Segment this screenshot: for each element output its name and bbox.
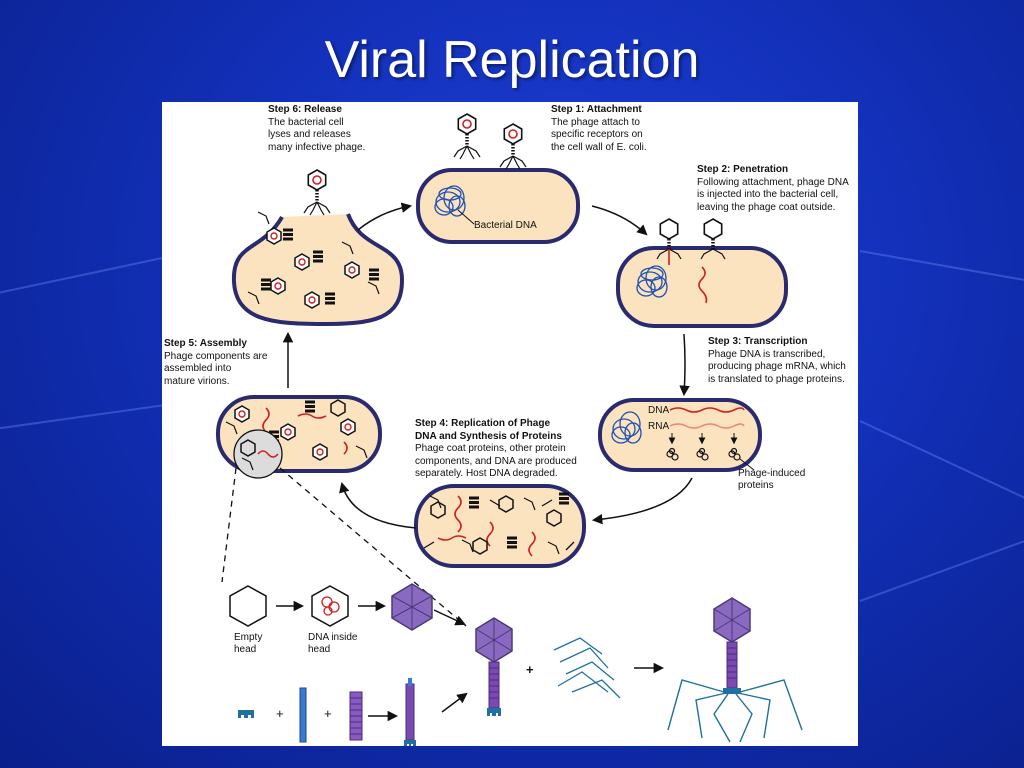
step-line: Following attachment, phage DNA bbox=[697, 176, 849, 188]
label-line: head bbox=[234, 644, 257, 655]
step-attachment-text: Step 1: Attachment The phage attach to s… bbox=[551, 104, 647, 154]
label-line: head bbox=[308, 644, 331, 655]
step-replication-text: Step 4: Replication of Phage DNA and Syn… bbox=[415, 418, 577, 481]
step-penetration-text: Step 2: Penetration Following attachment… bbox=[697, 164, 849, 214]
step-line: leaving the phage coat outside. bbox=[697, 201, 836, 213]
phage-induced-label: Phage-induced proteins bbox=[738, 468, 805, 492]
cell-penetration bbox=[616, 217, 788, 328]
step-line: The phage attach to bbox=[551, 116, 640, 128]
step-heading: Step 4: Replication of Phage bbox=[415, 418, 551, 429]
step-heading: Step 1: Attachment bbox=[551, 104, 642, 115]
cycle-arrows bbox=[282, 202, 693, 529]
label-line: Empty bbox=[234, 632, 263, 643]
plus-sign: + bbox=[276, 706, 284, 721]
step-heading: Step 5: Assembly bbox=[164, 338, 247, 349]
rna-label: RNA bbox=[648, 421, 670, 432]
label-line: DNA inside bbox=[308, 632, 358, 643]
assembly-pathway bbox=[229, 583, 803, 746]
step-line: lyses and releases bbox=[268, 129, 351, 140]
cell-transcription bbox=[598, 398, 762, 472]
step-heading-cont: DNA and Synthesis of Proteins bbox=[415, 430, 562, 442]
step-heading: Step 2: Penetration bbox=[697, 164, 789, 175]
step-line: many infective phage. bbox=[268, 141, 366, 153]
step-heading: Step 3: Transcription bbox=[708, 336, 808, 347]
step-line: separately. Host DNA degraded. bbox=[415, 468, 558, 479]
dna-label: DNA bbox=[648, 405, 670, 416]
slide-title: Viral Replication bbox=[324, 31, 700, 89]
step-line: Phage DNA is transcribed, bbox=[708, 348, 826, 360]
bacterial-dna-label: Bacterial DNA bbox=[474, 220, 537, 231]
step-line: specific receptors on bbox=[551, 129, 643, 140]
step-line: assembled into bbox=[164, 363, 232, 374]
step-release-text: Step 6: Release The bacterial cell lyses… bbox=[268, 104, 365, 154]
step-heading: Step 6: Release bbox=[268, 104, 342, 115]
step-line: producing phage mRNA, which bbox=[708, 361, 846, 372]
label-line: Phage-induced bbox=[738, 468, 806, 479]
background-streak bbox=[859, 250, 1024, 284]
plus-sign: + bbox=[526, 662, 534, 677]
lytic-cycle-diagram bbox=[216, 112, 803, 746]
step-assembly-text: Step 5: Assembly Phage components are as… bbox=[164, 338, 267, 388]
step-transcription-text: Step 3: Transcription Phage DNA is trans… bbox=[708, 336, 846, 386]
step-line: the cell wall of E. coli. bbox=[551, 141, 647, 153]
step-line: components, and DNA are produced bbox=[415, 455, 577, 467]
cell-replication bbox=[414, 484, 586, 568]
step-line: Phage components are bbox=[164, 350, 268, 362]
label-line: proteins bbox=[738, 480, 774, 491]
dna-inside-head-label: DNA inside head bbox=[308, 632, 357, 656]
step-line: mature virions. bbox=[164, 375, 230, 387]
cell-assembly bbox=[216, 395, 382, 479]
diagram-panel: Step 6: Release The bacterial cell lyses… bbox=[162, 102, 858, 746]
cell-release bbox=[231, 168, 405, 327]
cell-attachment bbox=[416, 112, 580, 244]
step-line: is translated to phage proteins. bbox=[708, 373, 845, 385]
plus-sign: + bbox=[324, 706, 332, 721]
background-streak bbox=[859, 531, 1024, 602]
background-streak bbox=[859, 420, 1024, 507]
step-line: Phage coat proteins, other protein bbox=[415, 443, 566, 454]
step-line: The bacterial cell bbox=[268, 116, 344, 128]
step-line: is injected into the bacterial cell, bbox=[697, 189, 839, 200]
empty-head-label: Empty head bbox=[234, 632, 262, 656]
magnify-lines bbox=[221, 467, 467, 627]
